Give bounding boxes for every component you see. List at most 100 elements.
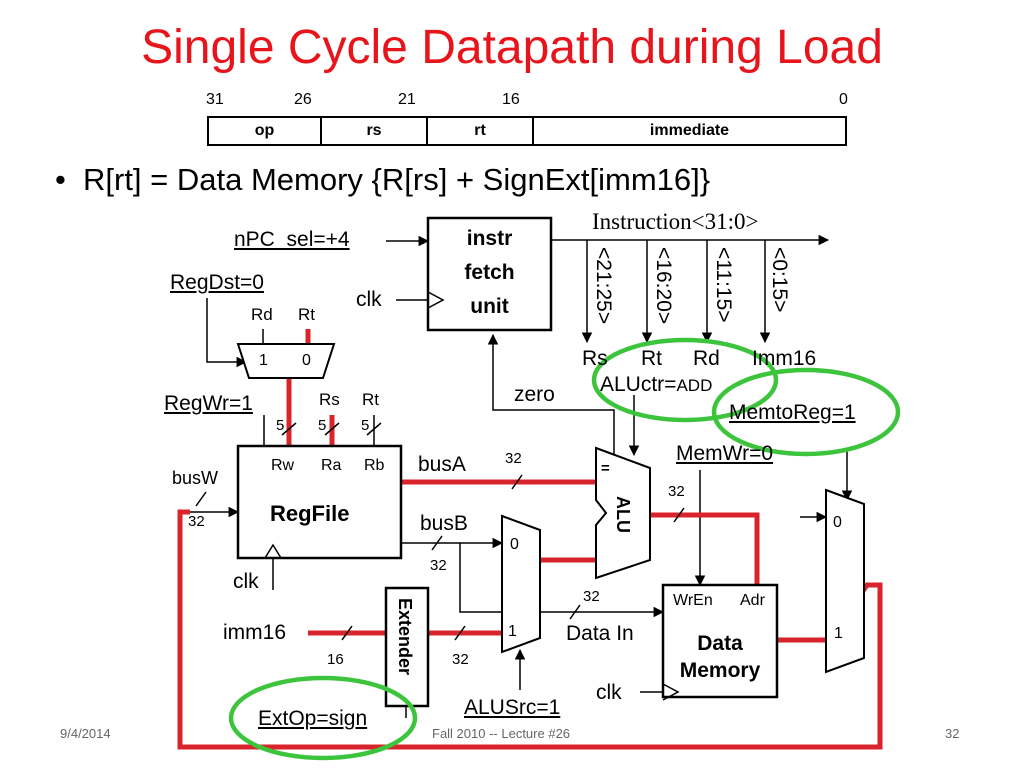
dm-label-2: Memory [679,659,761,682]
npc-sel-label: nPC_sel=+4 [234,228,350,251]
black-wires [190,234,853,718]
dm-label-1: Data [697,632,743,655]
ifu-label-3: unit [470,295,509,318]
memwr-label: MemWr=0 [676,442,774,465]
slash-datain [569,604,581,620]
ifu-label-1: instr [466,227,513,250]
bit-0: 0 [839,91,848,108]
imm16-in-label: imm16 [223,621,287,644]
busw-label: busW [172,468,219,488]
ifu-clock-triangle [427,291,445,309]
alusrc-mux [501,514,541,654]
dm-adr: Adr [740,592,765,609]
regfile-rw: Rw [271,457,295,474]
ifu-rt-label: Rt [641,347,662,370]
slash-ext-out [454,625,466,641]
bullet-text: •R[rt] = Data Memory {R[rs] + SignExt[im… [55,162,710,197]
field-op-label: op [254,122,275,139]
regfile-label: RegFile [270,501,350,526]
footer-date: 9/4/2014 [60,726,111,741]
bit-31: 31 [206,91,224,108]
bullet-dot: • [55,162,66,197]
field-rt-label: rt [474,122,486,139]
instr-fetch-unit [426,216,553,332]
field-rt: rt [428,118,534,144]
dm-clock-triangle [662,683,680,701]
regfile-rs-label: Rs [319,390,340,409]
busb-width: 32 [430,557,447,574]
highlight-circles [228,337,901,761]
alu-label: ALU [613,496,633,533]
slash-imm16 [341,625,353,641]
ifu-rs-label: Rs [582,347,608,370]
dm-wren: WrEn [673,592,713,609]
regfile-rt-label: Rt [362,390,379,409]
extop-label: ExtOp=sign [258,707,368,730]
bit-26: 26 [294,91,312,108]
ifu-imm16-label: Imm16 [752,347,817,370]
slash-busb [431,535,443,551]
extender-label: Extender [395,598,415,676]
circle-aluctr [591,337,779,423]
alu-block [595,446,651,580]
circle-extop [228,675,418,761]
memtoreg-mux-1: 1 [834,625,843,642]
blocks [236,216,865,708]
width-ra: 5 [318,417,327,434]
alu-eq: = [601,460,610,477]
regdst-mux [236,343,336,379]
regwr-label: RegWr=1 [164,392,253,415]
aluctr-name: ALUctr= [600,373,677,396]
aluctr-label: ALUctr=ADD [600,374,712,395]
clock-triangles [264,291,680,701]
regfile-block [236,444,403,560]
imm16-width: 16 [327,651,344,668]
wire-zero [487,333,615,455]
regdst-mux-0: 0 [302,352,311,369]
field-immediate-label: immediate [649,122,730,139]
slash-alu-out [673,507,685,523]
slash-busa [511,474,523,490]
regdst-mux-1: 1 [259,352,268,369]
instruction-format: op rs rt immediate [207,116,847,146]
wire-regdst [206,298,248,368]
field-rs-label: rs [366,122,382,139]
bits-0-15: <0:15> [768,247,791,313]
extender-block [384,586,430,708]
data-in-label: Data In [566,622,634,645]
slash-ra [324,422,340,436]
bits-16-20: <16:20> [652,247,675,325]
regfile-clock-triangle [264,543,282,559]
mux-rt-label: Rt [298,305,315,324]
instruction-label: Instruction<31:0> [592,209,759,234]
busb-label: busB [420,512,468,535]
memtoreg-mux-0: 0 [833,514,842,531]
slash-rb [366,422,382,436]
slash-rw [281,422,297,436]
alusrc-mux-1: 1 [508,623,517,640]
wire-data-in [459,543,665,618]
ext-out-width: 32 [452,651,469,668]
memtoreg-mux [825,488,865,674]
data-memory-block [661,583,779,699]
width-rw: 5 [276,417,285,434]
mux-rd-label: Rd [251,305,273,324]
bits-11-15: <11:15> [712,247,735,323]
field-rs: rs [322,118,428,144]
dm-clk-label: clk [596,681,622,704]
ifu-rd-label: Rd [693,347,720,370]
width-rb: 5 [361,417,370,434]
ifu-label-2: fetch [464,261,515,284]
path-writeback [177,509,883,750]
aluctr-value: ADD [676,376,713,395]
bits-21-25: <21:25> [592,247,615,325]
field-op: op [209,118,322,144]
bit-16: 16 [502,91,520,108]
footer-page: 32 [945,726,960,741]
slash-busw [195,491,207,507]
regfile-clk-label: clk [233,570,259,593]
slide-title: Single Cycle Datapath during Load [141,21,883,74]
busa-width: 32 [505,450,522,467]
